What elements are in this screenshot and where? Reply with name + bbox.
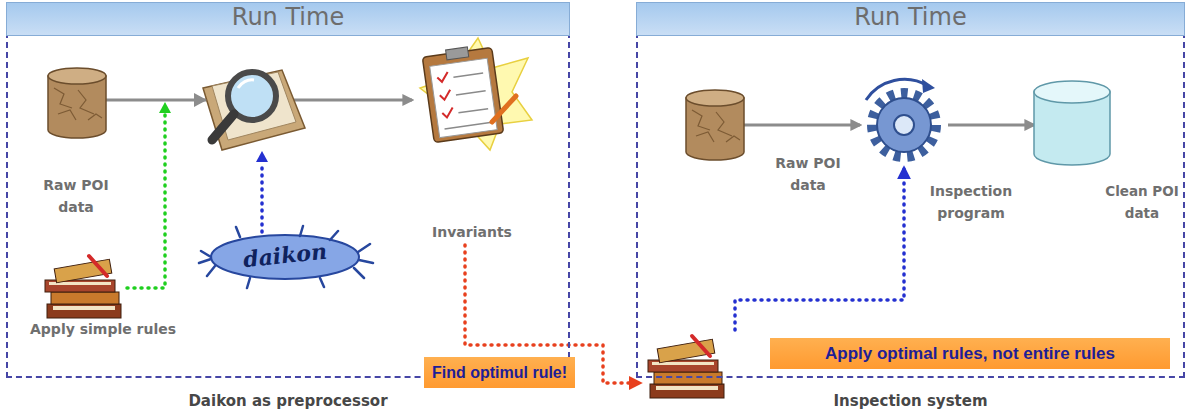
daikon-logo: daikon: [205, 228, 365, 284]
rule-callout: Find optimul rule!: [424, 357, 576, 388]
magnifier-icon: [194, 70, 305, 150]
rule-label: Apply simple rules: [30, 318, 176, 340]
inspection-gear-icon: [866, 79, 935, 156]
program-label: Inspection program: [916, 180, 1026, 224]
data-label: Raw POI data: [766, 152, 850, 196]
invariants-clipboard: Invariants: [412, 45, 532, 245]
rule-books-icon: [648, 336, 724, 398]
panel-header: Run Time: [636, 2, 1185, 36]
invariants-clipboard-icon: [420, 38, 532, 150]
panel-caption: Daikon as preprocessor: [8, 393, 568, 410]
raw-data-barrel: [686, 90, 744, 160]
clean-data-store: Clean POI data: [1034, 80, 1110, 166]
raw-data-store: Raw POI data: [686, 90, 744, 160]
data-flow-arrow: [744, 124, 860, 127]
raw-data-barrel: [48, 68, 106, 138]
inspection-gear: Inspection program: [860, 82, 948, 168]
daikon-dotted-arrow: [256, 151, 268, 232]
data-label: Clean POI data: [1102, 180, 1182, 224]
callout-text: Find optimul rule!: [424, 357, 575, 388]
rule-books: Apply simple rules: [30, 252, 180, 342]
logo-text: daikon: [203, 220, 368, 290]
panel-caption: Inspection system: [638, 393, 1183, 410]
simple-rule-dotted-arrow: [127, 102, 171, 288]
data-flow-arrow: [948, 124, 1034, 127]
runtime-panel: Run TimeDaikon as preprocessorRaw POI da…: [6, 2, 570, 378]
data-label: Raw POI data: [36, 174, 116, 218]
data-label: Invariants: [412, 221, 532, 243]
panel-header: Run Time: [6, 2, 570, 36]
runtime-panel: Run TimeInspection systemRaw POI dataIns…: [636, 2, 1185, 378]
rule-callout: Apply optimal rules, not entire rules: [640, 330, 1170, 392]
raw-data-store: Raw POI data: [48, 68, 106, 138]
callout-text: Apply optimal rules, not entire rules: [770, 338, 1170, 369]
rule-books-icon: [45, 256, 121, 318]
clean-data-cylinder: [1034, 81, 1110, 165]
